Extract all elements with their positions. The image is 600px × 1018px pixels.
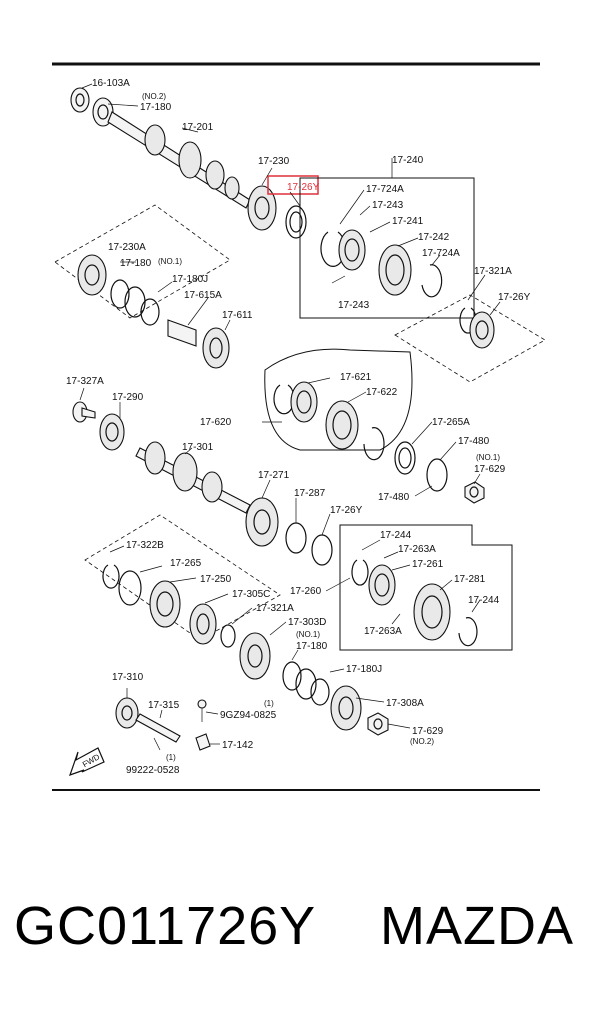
gear-group-17-230a <box>54 204 231 369</box>
part-number: GC011726Y <box>14 896 317 956</box>
label-17-201: 17-201 <box>182 122 214 133</box>
sync-assembly-17-620 <box>264 348 413 461</box>
countershaft-group <box>72 401 333 566</box>
label-17-263a-b: 17-263A <box>364 626 402 637</box>
label-17-230: 17-230 <box>258 156 290 167</box>
label-17-308a: 17-308A <box>386 698 424 709</box>
label-17-261: 17-261 <box>412 559 444 570</box>
label-17-142: 17-142 <box>222 740 254 751</box>
label-17-315: 17-315 <box>148 700 180 711</box>
reverse-idler-group <box>115 697 211 751</box>
label-17-26y-highlighted: 17-26Y <box>287 182 320 193</box>
label-17-629-a: 17-629 <box>474 464 506 475</box>
label-17-180-a: 17-180 <box>140 102 172 113</box>
label-17-230a: 17-230A <box>108 242 146 253</box>
gear-17-230 <box>247 185 307 239</box>
label-17-243-a: 17-243 <box>372 200 404 211</box>
label-99222-0528: 99222-0528 <box>126 765 180 776</box>
label-no1-b: (NO.1) <box>476 453 500 462</box>
label-17-301: 17-301 <box>182 442 214 453</box>
brand-name: MAZDA <box>380 896 574 956</box>
label-17-260: 17-260 <box>290 586 322 597</box>
label-9gz94-0825: 9GZ94-0825 <box>220 710 277 721</box>
label-17-305c: 17-305C <box>232 589 270 600</box>
label-17-321a-b: 17-321A <box>256 603 294 614</box>
label-no1-c: (NO.1) <box>296 630 320 639</box>
label-17-303d: 17-303D <box>288 617 326 628</box>
label-17-263a-a: 17-263A <box>398 544 436 555</box>
label-17-265a: 17-265A <box>432 417 470 428</box>
label-17-241: 17-241 <box>392 216 424 227</box>
label-no2-a: (NO.2) <box>142 92 166 101</box>
label-17-26y-c: 17-26Y <box>330 505 363 516</box>
right-rings <box>394 441 485 504</box>
label-17-322b: 17-322B <box>126 540 164 551</box>
label-17-26y-b: 17-26Y <box>498 292 531 303</box>
label-17-327a: 17-327A <box>66 376 104 387</box>
label-17-250: 17-250 <box>200 574 232 585</box>
label-17-724a-a: 17-724A <box>366 184 404 195</box>
label-17-290: 17-290 <box>112 392 144 403</box>
label-17-265: 17-265 <box>170 558 202 569</box>
label-17-244-b: 17-244 <box>468 595 500 606</box>
input-shaft-group <box>70 87 251 209</box>
label-17-242: 17-242 <box>418 232 450 243</box>
leader-lines <box>79 83 501 745</box>
label-17-180-c: 17-180 <box>296 641 328 652</box>
label-17-240: 17-240 <box>392 155 424 166</box>
label-17-243-b: 17-243 <box>338 300 370 311</box>
sync-assembly-17-260 <box>339 524 513 651</box>
label-17-615a: 17-615A <box>184 290 222 301</box>
exploded-parts-diagram: FWD <box>52 62 546 791</box>
label-17-480-b: 17-480 <box>378 492 410 503</box>
gear-group-17-322b <box>84 514 281 680</box>
label-17-287: 17-287 <box>294 488 326 499</box>
label-1-a: (1) <box>264 699 274 708</box>
label-17-180-no1: 17-180 <box>120 258 152 269</box>
label-17-180j-a: 17-180J <box>172 274 208 285</box>
label-17-321a-a: 17-321A <box>474 266 512 277</box>
label-17-244-a: 17-244 <box>380 530 412 541</box>
label-no2-b: (NO.2) <box>410 737 434 746</box>
label-17-480-a: 17-480 <box>458 436 490 447</box>
label-17-271: 17-271 <box>258 470 290 481</box>
fwd-arrow-icon: FWD <box>69 747 105 776</box>
label-1-b: (1) <box>166 753 176 762</box>
label-17-180j-b: 17-180J <box>346 664 382 675</box>
label-17-622: 17-622 <box>366 387 398 398</box>
label-16-103a: 16-103A <box>92 78 130 89</box>
part-labels: 16-103A (NO.2) 17-180 17-201 17-230 17-2… <box>66 78 531 776</box>
highlight-box <box>267 175 319 195</box>
label-17-281: 17-281 <box>454 574 486 585</box>
label-17-621: 17-621 <box>340 372 372 383</box>
label-17-629-b: 17-629 <box>412 726 444 737</box>
label-no1-a: (NO.1) <box>158 257 182 266</box>
gear-group-17-303d <box>282 661 389 736</box>
label-17-611: 17-611 <box>222 310 253 321</box>
label-17-310: 17-310 <box>112 672 144 683</box>
gear-group-17-321a <box>394 294 546 383</box>
label-17-724a-b: 17-724A <box>422 248 460 259</box>
label-17-620: 17-620 <box>200 417 232 428</box>
caption: GC011726Y MAZDA <box>0 895 600 995</box>
